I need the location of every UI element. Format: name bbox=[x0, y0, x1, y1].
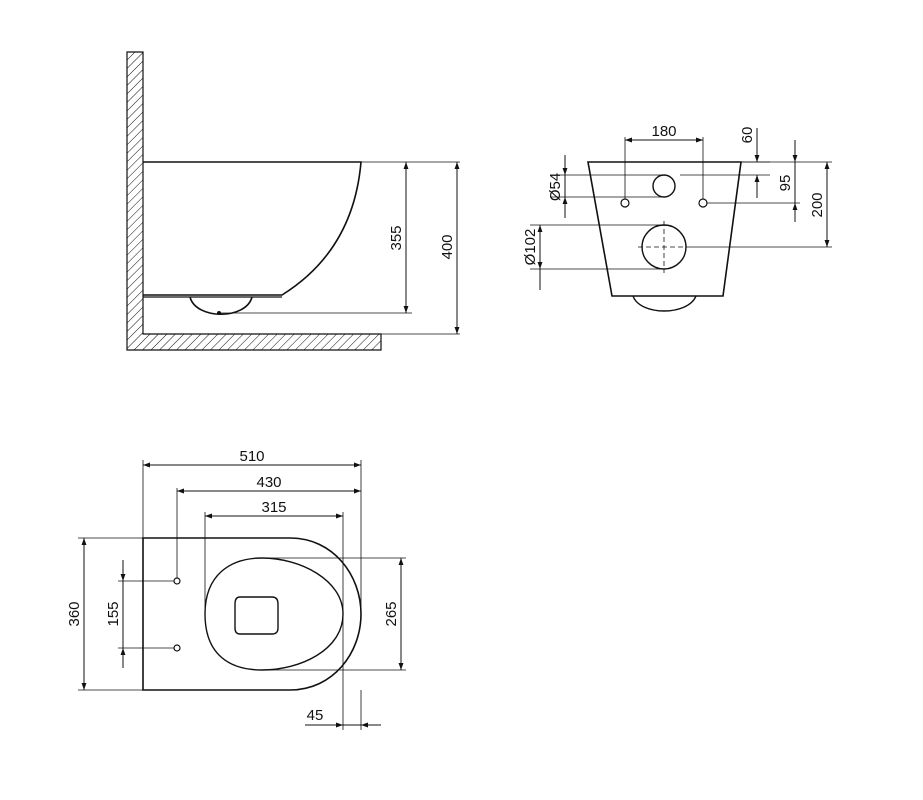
wall-hatch bbox=[126, 51, 382, 351]
dim-o102-label: Ø102 bbox=[522, 229, 539, 266]
dim-95-label: 95 bbox=[777, 175, 794, 192]
seat-opening bbox=[234, 596, 279, 635]
dim-430-label: 430 bbox=[256, 474, 281, 491]
seat-outline bbox=[204, 557, 344, 671]
dim-200-label: 200 bbox=[809, 192, 826, 217]
bowl-rear-outline bbox=[587, 161, 742, 297]
bolt-top-upper bbox=[173, 577, 181, 585]
side-view: 355 400 bbox=[126, 51, 460, 351]
dim-o54-label: Ø54 bbox=[547, 173, 564, 201]
rear-seat-edge bbox=[632, 295, 697, 312]
dim-355-label: 355 bbox=[388, 225, 405, 250]
bolt-hole-left bbox=[620, 198, 630, 208]
top-view: 510 430 315 360 155 265 45 bbox=[66, 448, 406, 730]
inlet-hole bbox=[652, 174, 676, 198]
dim-60-label: 60 bbox=[739, 127, 756, 144]
dim-45-label: 45 bbox=[307, 707, 324, 724]
dim-155-label: 155 bbox=[105, 601, 122, 626]
bolt-top-lower bbox=[173, 644, 181, 652]
dim-360-label: 360 bbox=[66, 601, 83, 626]
dim-265-label: 265 bbox=[383, 601, 400, 626]
bowl-top-outline bbox=[142, 537, 362, 691]
bolt-hole-right bbox=[698, 198, 708, 208]
outlet-spigot bbox=[189, 296, 253, 316]
dim-180-label: 180 bbox=[651, 123, 676, 140]
bowl-side-profile bbox=[143, 161, 362, 296]
dim-315-label: 315 bbox=[261, 499, 286, 516]
rear-view: 180 Ø54 Ø102 60 95 200 bbox=[522, 123, 832, 312]
dim-510-label: 510 bbox=[239, 448, 264, 465]
dim-400-label: 400 bbox=[439, 234, 456, 259]
